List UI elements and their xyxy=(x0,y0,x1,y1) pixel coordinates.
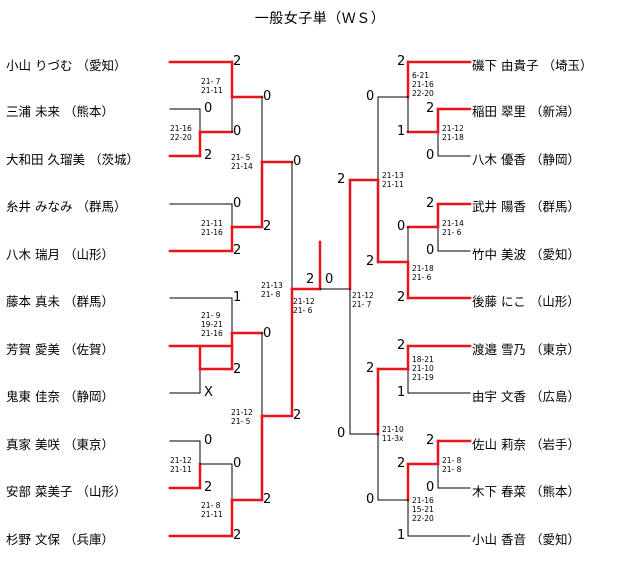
right-r3-result-2: 0 xyxy=(337,426,346,441)
right-player-5-name: 竹中 美波 （愛知） xyxy=(472,247,580,262)
left-r1-result-2: 0 xyxy=(204,101,213,116)
left-player-1-name: 小山 りづむ （愛知） xyxy=(6,58,127,73)
right-score-6: 21-12 21- 7 xyxy=(352,291,374,309)
right-r1-result-9: 2 xyxy=(426,433,435,448)
left-r1-result-10: 2 xyxy=(204,480,213,495)
right-player-10-name: 木下 春菜 （熊本） xyxy=(472,484,580,499)
right-player-9-name: 佐山 莉奈 （岩手） xyxy=(472,437,580,452)
left-player-5-name: 八木 瑞月 （山形） xyxy=(6,247,114,262)
left-r2-result-2: 0 xyxy=(233,124,242,139)
left-score-5: 21-13 21- 8 xyxy=(261,281,283,299)
right-r1-result-8: 1 xyxy=(397,385,406,400)
right-r2-result-3: 0 xyxy=(397,219,406,234)
left-player-7-name: 芳賀 愛美 （佐賀） xyxy=(6,342,114,357)
right-r1-result-7: 2 xyxy=(397,338,406,353)
left-r2-result-4: 2 xyxy=(263,219,272,234)
right-score-1: 6-21 21-16 22-20 xyxy=(412,71,434,98)
right-r1-result-6: 2 xyxy=(397,290,406,305)
left-player-2-name: 三浦 未来 （熊本） xyxy=(6,104,114,119)
right-r1-result-3: 0 xyxy=(426,148,435,163)
left-r2-result-6: 2 xyxy=(293,408,302,423)
right-score-7: 18-21 21-10 21-19 xyxy=(412,355,434,382)
right-player-8-name: 由宇 文香 （広島） xyxy=(472,389,580,404)
left-score-1: 21- 7 21-11 xyxy=(201,77,223,95)
left-player-11-name: 杉野 文保 （兵庫） xyxy=(6,532,114,547)
right-r1-result-11: 1 xyxy=(397,528,406,543)
left-r1-result-1: 2 xyxy=(233,54,242,69)
left-r1-result-8: X xyxy=(204,385,213,400)
left-r2-result-1: 0 xyxy=(263,89,272,104)
right-r2-result-1: 0 xyxy=(366,89,375,104)
left-score-2: 21-16 22-20 xyxy=(170,124,192,142)
right-r1-result-4: 2 xyxy=(426,196,435,211)
left-player-6-name: 藤本 真未 （群馬） xyxy=(6,294,114,309)
right-player-4-name: 武井 陽香 （群馬） xyxy=(472,199,580,214)
right-r3-result-1: 2 xyxy=(337,172,346,187)
left-r1-result-7: 2 xyxy=(233,362,242,377)
right-r1-result-10: 0 xyxy=(426,480,435,495)
left-score-6: 21- 9 19-21 21-16 xyxy=(201,311,223,338)
left-r1-result-4: 0 xyxy=(233,196,242,211)
left-player-8-name: 鬼東 佳奈 （静岡） xyxy=(6,389,114,404)
left-score-7: 21-12 21- 5 xyxy=(231,408,253,426)
final-left-result: 2 xyxy=(306,272,315,287)
left-player-3-name: 大和田 久瑠美 （茨城） xyxy=(6,152,139,167)
right-r3-result-3: 2 xyxy=(397,456,406,471)
right-player-2-name: 稲田 翠里 （新潟） xyxy=(472,104,580,119)
left-score-10: 21-12 21- 6 xyxy=(293,297,315,315)
left-score-4: 21-11 21-16 xyxy=(201,219,223,237)
right-r2-result-6: 0 xyxy=(366,492,375,507)
right-score-10: 21-16 15-21 22-20 xyxy=(412,496,434,523)
left-r1-result-9: 0 xyxy=(204,433,213,448)
left-r1-result-3: 2 xyxy=(204,148,213,163)
left-r1-result-5: 2 xyxy=(233,243,242,258)
left-r2-result-7: 0 xyxy=(233,456,242,471)
final-right-result: 0 xyxy=(325,272,334,287)
right-r2-result-4: 2 xyxy=(366,254,375,269)
right-player-6-name: 後藤 にこ （山形） xyxy=(472,294,580,309)
right-score-3: 21-13 21-11 xyxy=(382,171,404,189)
left-r2-result-3: 0 xyxy=(293,154,302,169)
left-r2-result-8: 2 xyxy=(263,492,272,507)
right-score-8: 21-10 11-3x xyxy=(382,425,404,443)
right-r1-result-1: 2 xyxy=(397,54,406,69)
left-r1-result-11: 2 xyxy=(233,528,242,543)
right-player-11-name: 小山 香音 （愛知） xyxy=(472,532,580,547)
left-r1-result-6: 1 xyxy=(233,290,242,305)
right-r2-result-5: 2 xyxy=(366,361,375,376)
right-score-9: 21- 8 21- 8 xyxy=(442,456,462,474)
left-player-9-name: 真家 美咲 （東京） xyxy=(6,437,114,452)
right-score-4: 21-14 21- 6 xyxy=(442,219,464,237)
right-player-1-name: 磯下 由貴子 （埼玉） xyxy=(472,58,593,73)
left-score-3: 21- 5 21-14 xyxy=(231,153,253,171)
right-score-5: 21-18 21- 6 xyxy=(412,264,434,282)
left-r2-result-5: 0 xyxy=(263,326,272,341)
left-score-9: 21- 8 21-11 xyxy=(201,501,223,519)
right-r1-result-5: 0 xyxy=(426,243,435,258)
right-player-7-name: 渡邉 雪乃 （東京） xyxy=(472,342,580,357)
page-title: 一般女子単（ＷＳ） xyxy=(254,11,386,27)
right-r2-result-2: 1 xyxy=(397,124,406,139)
left-player-4-name: 糸井 みなみ （群馬） xyxy=(6,199,127,214)
right-r1-result-2: 2 xyxy=(426,101,435,116)
right-player-3-name: 八木 優香 （静岡） xyxy=(472,152,580,167)
left-score-8: 21-12 21-11 xyxy=(170,456,192,474)
left-player-10-name: 安部 菜美子 （山形） xyxy=(6,484,127,499)
right-score-2: 21-12 21-18 xyxy=(442,124,464,142)
